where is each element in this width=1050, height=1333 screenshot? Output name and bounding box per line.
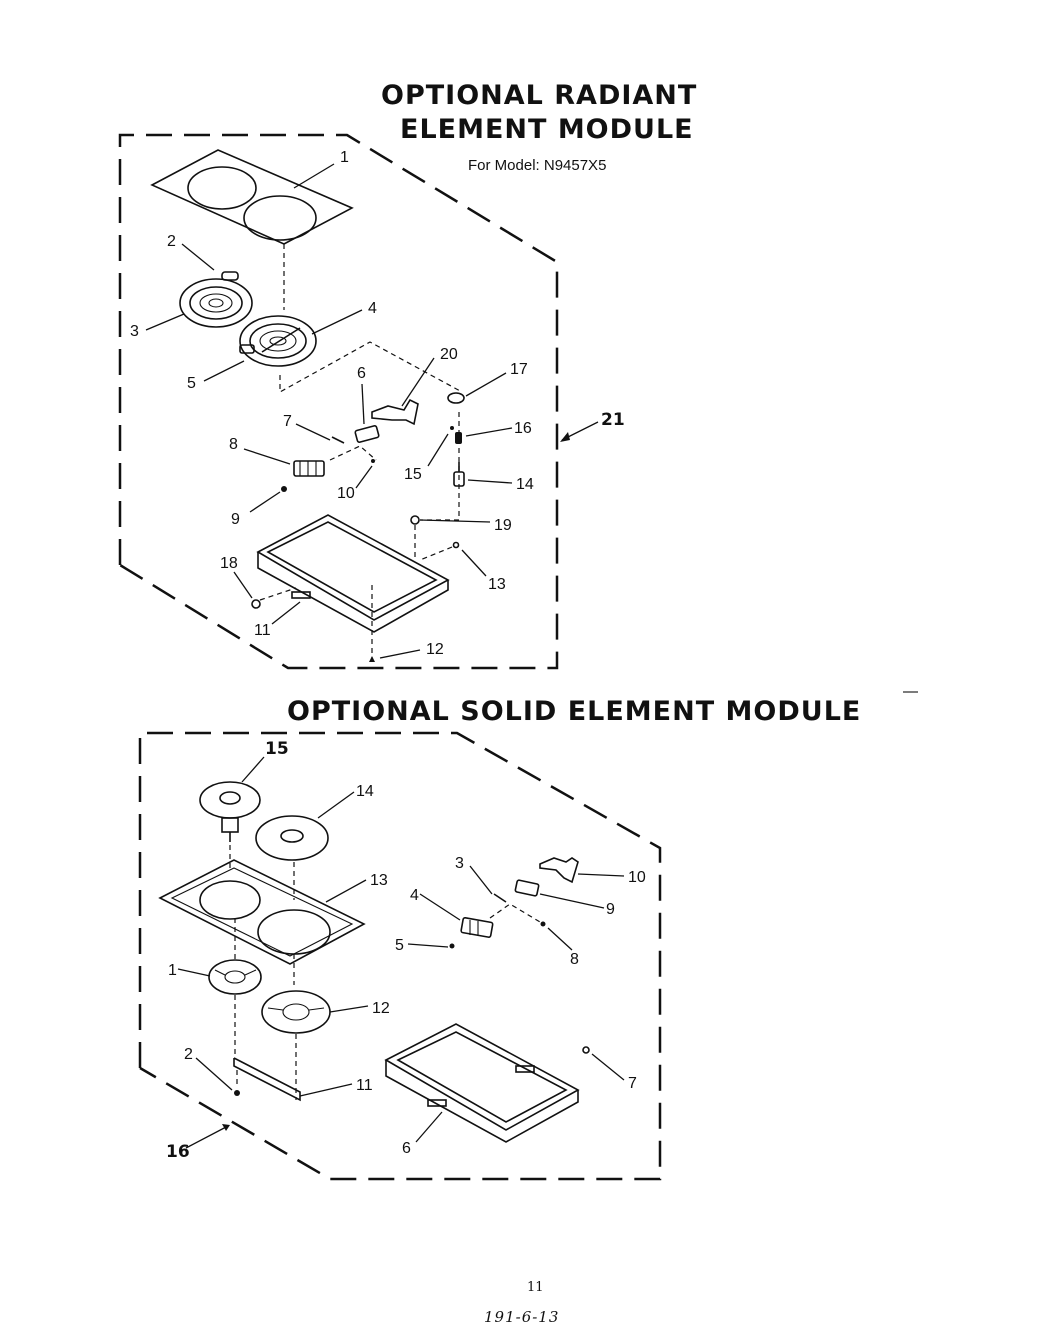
tray-6-part — [384, 1023, 580, 1143]
bracket-10-part — [539, 857, 579, 884]
diagram-2-title: OPTIONAL SOLID ELEMENT MODULE — [287, 696, 862, 727]
solid-element-small-part — [199, 781, 261, 870]
callout-4: 4 — [368, 300, 377, 317]
callout-s3: 3 — [455, 855, 464, 872]
radiant-callout-labels: 1 2 3 4 5 6 7 8 9 10 11 12 13 14 15 16 1… — [130, 149, 625, 658]
switch-9-part — [514, 879, 540, 897]
callout-s11: 11 — [356, 1077, 373, 1094]
terminal-block-4-part — [460, 917, 494, 938]
radiant-element-left-part — [179, 271, 253, 328]
callout-20: 20 — [440, 346, 458, 363]
callout-15: 15 — [404, 466, 422, 483]
callout-s7: 7 — [628, 1075, 637, 1092]
callout-14: 14 — [516, 476, 534, 493]
callout-11: 11 — [254, 622, 271, 639]
callout-s9: 9 — [606, 901, 615, 918]
callout-s13: 13 — [370, 872, 388, 889]
solid-leader-lines — [177, 756, 625, 1149]
callout-2: 2 — [167, 233, 176, 250]
screw-7-part — [582, 1046, 590, 1054]
callout-7: 7 — [283, 413, 292, 430]
model-note: For Model: N9457X5 — [468, 157, 607, 174]
cap-part — [447, 392, 465, 404]
trim-frame-part — [158, 859, 366, 985]
callout-17: 17 — [510, 361, 528, 378]
switch-part — [354, 425, 380, 443]
callout-s14: 14 — [356, 783, 374, 800]
callout-s4: 4 — [410, 887, 419, 904]
rod-3-part — [493, 893, 507, 903]
glass-cooktop-part — [150, 149, 354, 310]
diagram-1-title-line-2: ELEMENT MODULE — [400, 114, 694, 145]
screw-8-part — [540, 921, 546, 927]
knob-part — [410, 515, 420, 525]
terminal-block-part — [293, 460, 325, 477]
small-screw-part — [371, 459, 375, 463]
callout-s5: 5 — [395, 937, 404, 954]
solid-module-boundary — [138, 731, 662, 1181]
radiant-module-diagram: 1 2 3 4 5 6 7 8 9 10 11 12 13 14 15 16 1… — [118, 133, 625, 670]
radiant-element-right-part — [239, 315, 317, 367]
callout-12: 12 — [426, 641, 444, 658]
callout-16: 16 — [514, 420, 532, 437]
callout-s10: 10 — [628, 869, 646, 886]
page-number: 11 — [527, 1280, 544, 1295]
handwritten-note: 191-6-13 — [484, 1308, 560, 1326]
callout-s16: 16 — [166, 1142, 190, 1162]
post-part — [453, 462, 465, 487]
callout-s8: 8 — [570, 951, 579, 968]
screw-13-part — [452, 541, 460, 549]
screw-2-part — [234, 1090, 240, 1096]
solid-module-diagram: 1 2 3 4 5 6 7 8 9 10 11 12 13 14 15 16 — [138, 731, 662, 1181]
radiant-leader-lines — [145, 163, 599, 659]
callout-s1: 1 — [168, 962, 177, 979]
screw-part — [281, 486, 287, 492]
callout-3: 3 — [130, 323, 139, 340]
callout-8: 8 — [229, 436, 238, 453]
bracket-strip-part — [233, 1057, 301, 1102]
callout-18: 18 — [220, 555, 238, 572]
rod-part — [331, 436, 345, 444]
burner-base-large-part — [261, 990, 331, 1100]
radiant-module-boundary — [118, 133, 559, 670]
callout-19: 19 — [494, 517, 512, 534]
solid-element-large-part — [255, 815, 329, 900]
callout-s12: 12 — [372, 1000, 390, 1017]
diagram-1-title-line-1: OPTIONAL RADIANT — [381, 80, 698, 111]
callout-9: 9 — [231, 511, 240, 528]
callout-1: 1 — [340, 149, 349, 166]
spring-part — [455, 432, 462, 444]
solid-callout-labels: 1 2 3 4 5 6 7 8 9 10 11 12 13 14 15 16 — [166, 739, 646, 1162]
callout-s2: 2 — [184, 1046, 193, 1063]
callout-13: 13 — [488, 576, 506, 593]
callout-s15: 15 — [265, 739, 289, 759]
screw-5-part — [449, 943, 455, 949]
fastener-part — [369, 656, 375, 662]
bracket-part — [371, 398, 419, 426]
pin-part — [450, 426, 454, 430]
callout-21: 21 — [601, 410, 625, 430]
burner-base-small-part — [208, 959, 262, 1055]
callout-5: 5 — [187, 375, 196, 392]
foot-part — [251, 599, 261, 609]
tray-part — [256, 514, 450, 633]
callout-s6: 6 — [402, 1140, 411, 1157]
callout-6: 6 — [357, 365, 366, 382]
callout-10: 10 — [337, 485, 355, 502]
